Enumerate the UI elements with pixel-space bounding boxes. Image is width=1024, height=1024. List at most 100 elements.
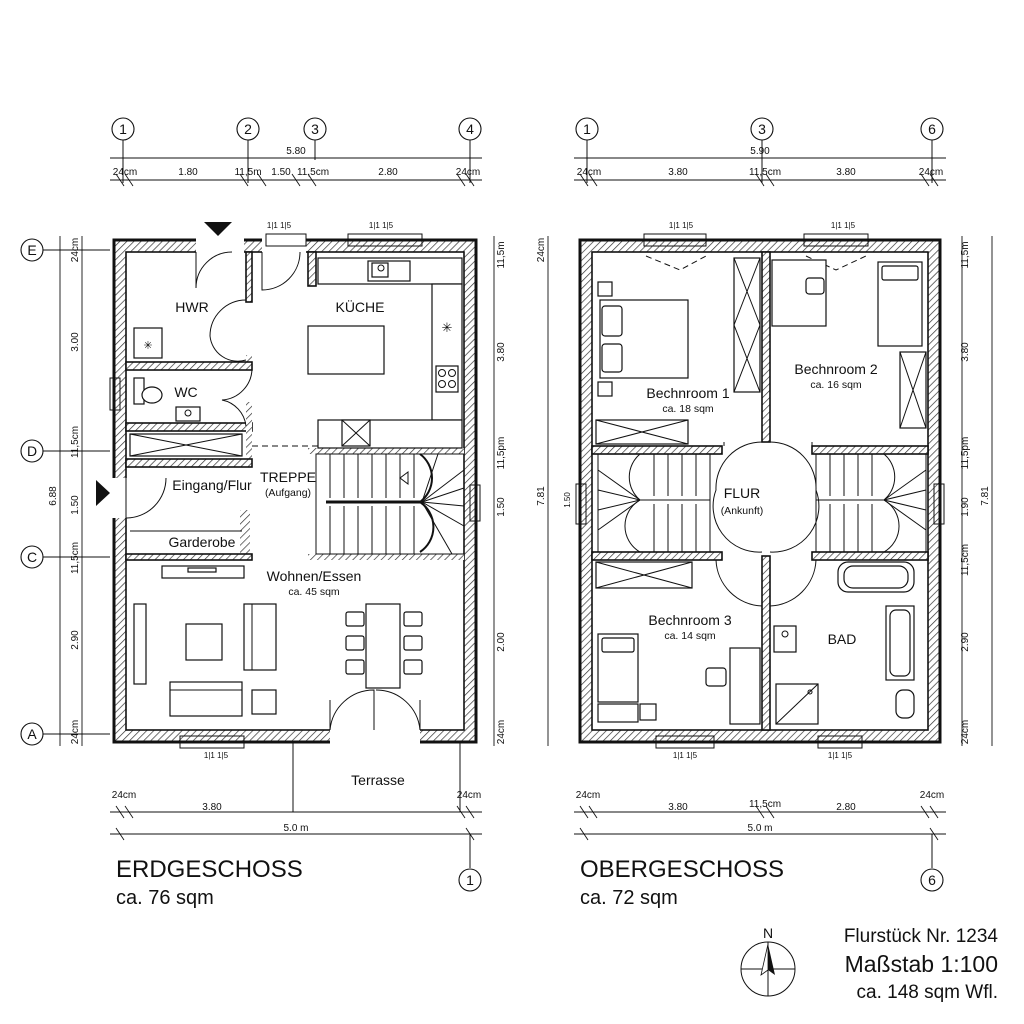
title-block: N Flurstück Nr. 1234 Maßstab 1:100 ca. 1…: [740, 925, 999, 1003]
gf-title: ERDGESCHOSS: [116, 856, 303, 883]
room-label-bedroom2: Bechnroom 2: [794, 361, 877, 377]
dim-text: 11,5cm: [749, 799, 781, 810]
gf-grid-top: 1 2 3 4: [111, 117, 482, 183]
uf-doors: [645, 255, 867, 607]
dim-text: 24cm: [919, 167, 943, 178]
gf-grid-left: E D C A 6.88 24cm 3.00 11,5cm 1.50 11,5c…: [20, 236, 110, 746]
dim-text: 11,5cm: [960, 544, 971, 576]
dim-text: 24cm: [536, 238, 547, 262]
dim-text: 5.80: [286, 146, 306, 157]
window-tag: 1|1 1|5: [204, 751, 229, 760]
room-label-treppe-sub: (Aufgang): [265, 487, 311, 499]
window-tag: 1|1 1|5: [267, 221, 292, 230]
window-tag: 1|1 1|5: [673, 751, 698, 760]
window-tag: 1|1 1|5: [828, 751, 853, 760]
gf-window-tags: 1|1 1|5 1|1 1|5 1|1 1|5: [204, 221, 394, 760]
dim-text: 24cm: [70, 720, 81, 744]
dim-text: 2.80: [836, 802, 856, 813]
dim-text: 3.00: [70, 332, 81, 352]
gf-bottom-dimensions: 24cm 3.80 24cm 5.0 m 1: [110, 742, 482, 892]
dim-text: 24cm: [920, 790, 944, 801]
uf-title: OBERGESCHOSS: [580, 856, 784, 883]
uf-top-dimensions: 5.90 24cm 3.80 11,5cm 3.80 24cm: [574, 146, 946, 187]
upper-floor-plan: 1 3 6 5.90 24cm 3.80 11,5cm 3.80 24cm: [536, 117, 993, 909]
dim-text: 5.0 m: [747, 823, 772, 834]
washer-icon: ✳: [143, 340, 152, 352]
uf-area: ca. 72 sqm: [580, 887, 678, 909]
entrance-arrow-icon: [204, 222, 232, 236]
room-label-kueche: KÜCHE: [335, 298, 384, 315]
dim-text: 2.80: [378, 167, 398, 178]
dim-text: 11,5cm: [70, 426, 81, 458]
gf-room-labels: HWR KÜCHE WC Eingang/Flur TREPPE (Aufgan…: [169, 298, 406, 788]
room-label-terrasse: Terrasse: [351, 772, 405, 788]
parcel-number: Flurstück Nr. 1234: [844, 926, 999, 947]
grid-label: 1: [466, 872, 474, 888]
dim-text: 6.88: [48, 486, 59, 506]
uf-bedroom3-furniture: [595, 561, 761, 725]
dim-text: 2.00: [496, 632, 507, 652]
dim-text: 24cm: [577, 167, 601, 178]
grid-label: 3: [758, 121, 766, 137]
dim-text: 3.80: [960, 342, 971, 362]
room-label-bedroom1: Bechnroom 1: [646, 385, 729, 401]
room-area-wohnen: ca. 45 sqm: [288, 586, 340, 598]
dim-text: 11,5pm: [960, 437, 971, 470]
dim-text: 1.50: [271, 167, 291, 178]
dim-text: 24cm: [576, 790, 600, 801]
grid-label: 1: [119, 121, 127, 137]
uf-stairs: [597, 453, 927, 553]
gf-walls: [109, 233, 481, 749]
dim-text: 24cm: [960, 720, 971, 744]
grid-label: 3: [311, 121, 319, 137]
dim-text: 1.50: [70, 495, 81, 515]
uf-left-dimensions: 7.81 24cm 1.50: [536, 236, 572, 746]
dim-text: 11,5pm: [496, 437, 507, 470]
uf-bathroom-fixtures: [773, 561, 915, 725]
uf-room-labels: Bechnroom 1 ca. 18 sqm Bechnroom 2 ca. 1…: [646, 361, 877, 647]
room-label-flur: FLUR: [724, 485, 761, 501]
grid-label: E: [27, 242, 36, 258]
dim-text: 1.90: [960, 497, 971, 517]
dim-text: 24cm: [456, 167, 480, 178]
dim-text: 24cm: [112, 790, 136, 801]
room-label-bad: BAD: [828, 631, 857, 647]
north-arrow-icon: [740, 941, 796, 997]
dim-text: 24cm: [457, 790, 481, 801]
dim-text: 11,5m: [496, 241, 507, 268]
dim-text: 3.80: [496, 342, 507, 362]
room-area-bedroom1: ca. 18 sqm: [662, 403, 714, 415]
dim-text: 11,5m: [960, 241, 971, 268]
dim-text: 5.0 m: [283, 823, 308, 834]
grid-label: 6: [928, 872, 936, 888]
dim-text: 2.90: [960, 632, 971, 652]
gf-area: ca. 76 sqm: [116, 887, 214, 909]
grid-label: A: [27, 726, 37, 742]
grid-label: 1: [583, 121, 591, 137]
dim-text: 5.90: [750, 146, 770, 157]
gf-stairs: [315, 453, 465, 555]
entrance-arrow-icon: [96, 480, 110, 506]
grid-label: C: [27, 549, 37, 565]
window-tag: 1|1 1|5: [669, 221, 694, 230]
dim-text: 11,5m: [234, 167, 261, 178]
total-area: ca. 148 sqm Wfl.: [857, 982, 999, 1003]
uf-grid-top: 1 3 6: [575, 117, 944, 183]
gf-kitchen-furniture: ✳: [307, 257, 463, 449]
uf-bedroom1-furniture: [595, 257, 761, 445]
grid-label: D: [27, 443, 37, 459]
dim-text: 3.80: [668, 802, 688, 813]
window-tag: 1|1 1|5: [831, 221, 856, 230]
dim-text: 1.50: [496, 497, 507, 517]
uf-right-dimensions: 7.81 11,5m 3.80 11,5pm 1.90 11,5cm 2.90 …: [960, 236, 993, 746]
dim-text: 3.80: [202, 802, 222, 813]
dim-text: 3.80: [668, 167, 688, 178]
room-label-bedroom3: Bechnroom 3: [648, 612, 731, 628]
grid-label: 6: [928, 121, 936, 137]
ground-floor-plan: 1 2 3 4 5.80 24cm 1.80 1: [20, 117, 507, 909]
dim-text: 3.80: [836, 167, 856, 178]
north-label: N: [763, 925, 773, 941]
dim-text: 11,5cm: [297, 167, 329, 178]
dim-text: 24cm: [113, 167, 137, 178]
